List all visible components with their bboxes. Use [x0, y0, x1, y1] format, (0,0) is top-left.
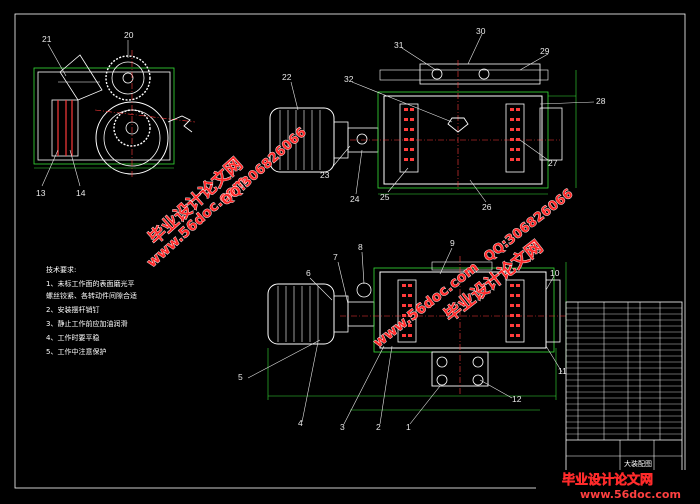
- footer-background: [536, 470, 688, 502]
- part-label-12: 12: [512, 394, 522, 404]
- lower-bracket-bolt-b: [472, 356, 484, 368]
- top-view-crank: [447, 117, 469, 133]
- part-label-3: 3: [340, 422, 345, 432]
- notes-line-6: 5、工作中注意保护: [46, 347, 106, 356]
- notes-line-1: 1、未标工作面的表面磨光平: [46, 279, 134, 288]
- footer-brand: 毕业设计论文网: [562, 472, 653, 488]
- part-label-7: 7: [333, 252, 338, 262]
- part-label-28: 28: [596, 96, 606, 106]
- bearing-bolts-top: [404, 108, 520, 161]
- lower-bracket-bolt-a: [436, 356, 448, 368]
- part-label-24: 24: [350, 194, 360, 204]
- motor-front-fins: [277, 286, 319, 342]
- front-view: [267, 256, 568, 411]
- part-label-27: 27: [548, 158, 558, 168]
- part-label-31: 31: [394, 40, 404, 50]
- bearing-left-top: [399, 103, 419, 173]
- top-view: [269, 60, 577, 195]
- part-label-14: 14: [76, 188, 86, 198]
- part-label-20: 20: [124, 30, 134, 40]
- technical-notes: 技术要求: 1、未标工作面的表面磨光平 螺丝铰紧、各转动件间隙合适 2、安装摆杆…: [46, 265, 137, 356]
- bearing-right-front: [505, 279, 525, 343]
- part-label-4: 4: [298, 418, 303, 428]
- footer-site: www.56doc.com: [580, 488, 681, 501]
- top-view-end-cap: [539, 107, 563, 161]
- rail-roller-a: [431, 68, 443, 80]
- lower-bracket-bolt-d: [472, 374, 484, 386]
- rail-roller-b: [478, 68, 490, 80]
- notes-line-5: 4、工作时要平稳: [46, 333, 99, 342]
- part-label-26: 26: [482, 202, 492, 212]
- part-label-29: 29: [540, 46, 550, 56]
- front-view-top-plate: [431, 261, 493, 271]
- part-label-32: 32: [344, 74, 354, 84]
- part-labels: 21 20 13 14 22 23 24 25 26 27 28 29 30 3…: [36, 26, 606, 432]
- side-view-post: [51, 99, 79, 157]
- upper-gear-hub: [122, 72, 134, 84]
- leader-lines: [41, 33, 595, 425]
- side-view-bracket: [59, 54, 103, 101]
- part-label-9: 9: [450, 238, 455, 248]
- part-label-13: 13: [36, 188, 46, 198]
- notes-line-3: 2、安装摆杆销钉: [46, 305, 99, 314]
- part-label-2: 2: [376, 422, 381, 432]
- part-label-22: 22: [282, 72, 292, 82]
- notes-title: 技术要求:: [46, 265, 76, 274]
- notes-line-4: 3、静止工作前应加油润滑: [46, 319, 127, 328]
- motor-top-fins: [279, 110, 321, 170]
- lower-bracket-bolt-c: [436, 374, 448, 386]
- bearing-bolts-front: [402, 284, 520, 337]
- front-view-end-cap: [545, 279, 561, 343]
- bearing-right-top: [505, 103, 525, 173]
- drawing-name: 大装配图: [624, 459, 652, 468]
- part-label-6: 6: [306, 268, 311, 278]
- parts-list-rows: [566, 307, 682, 435]
- part-label-8: 8: [358, 242, 363, 252]
- part-label-10: 10: [550, 268, 560, 278]
- top-rail-inner: [379, 69, 549, 81]
- notes-line-2: 螺丝铰紧、各转动件间隙合适: [46, 291, 137, 300]
- parts-list-columns: [577, 302, 661, 440]
- part-label-11: 11: [558, 366, 567, 376]
- part-label-21: 21: [42, 34, 52, 44]
- coupling-top-bolt: [356, 133, 368, 145]
- part-label-23: 23: [320, 170, 330, 180]
- part-label-25: 25: [380, 192, 390, 202]
- drawing-frame: [14, 13, 686, 489]
- bearing-left-front: [397, 279, 417, 343]
- side-view-handle: [167, 115, 193, 133]
- upper-gear-rim: [111, 61, 145, 95]
- top-rail: [419, 63, 541, 85]
- side-view-centerline-h: [94, 109, 196, 123]
- part-label-1: 1: [406, 422, 411, 432]
- footer-watermark: 毕业设计论文网 www.56doc.com: [536, 470, 688, 502]
- part-label-5: 5: [238, 372, 243, 382]
- side-view-dim-frame: [33, 67, 175, 165]
- part-label-30: 30: [476, 26, 486, 36]
